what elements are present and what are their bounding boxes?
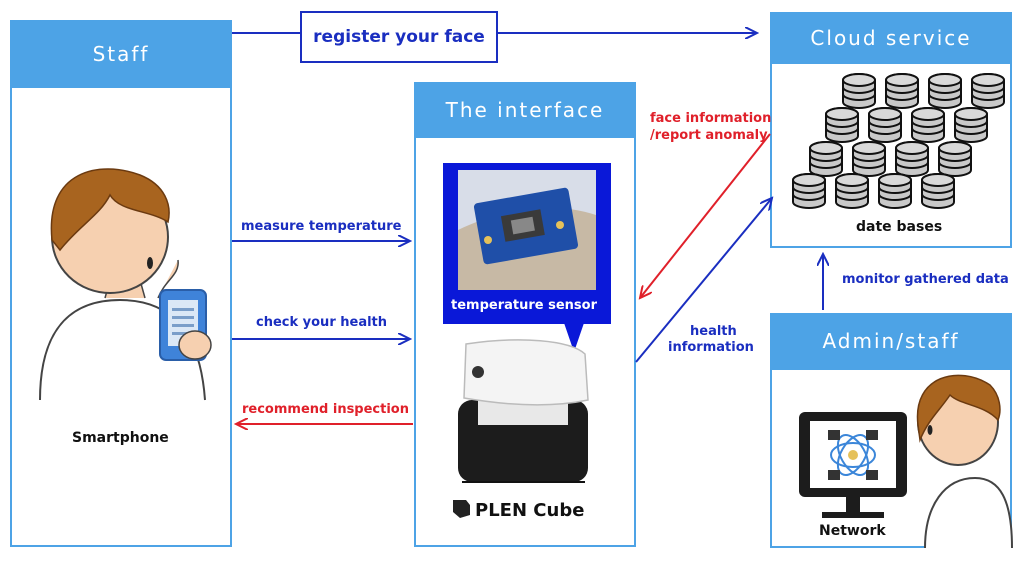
admin-panel-title: Admin/staff — [770, 313, 1012, 369]
face-information-label: face information — [650, 111, 772, 126]
cloud-panel-title: Cloud service — [770, 12, 1012, 64]
interface-panel-title: The interface — [414, 82, 636, 138]
plen-cube-brand: PLEN Cube — [475, 500, 585, 521]
health-info-arrow — [635, 198, 772, 363]
plen-cube-device — [458, 339, 589, 483]
admin-person-icon — [916, 374, 1013, 549]
db-label: date bases — [856, 219, 943, 235]
speech-tail — [563, 320, 585, 352]
register-face-box: register your face — [300, 11, 498, 63]
smartphone-label: Smartphone — [72, 430, 169, 446]
admin-monitor-icon — [799, 412, 907, 518]
recommend-inspection-label: recommend inspection — [242, 402, 409, 417]
database-stack-icon — [792, 73, 1005, 209]
sensor-label: temperature sensor — [451, 298, 597, 313]
information-label: information — [668, 340, 754, 355]
report-anomaly-label: /report anomaly — [650, 128, 768, 143]
measure-temperature-label: measure temperature — [241, 219, 402, 234]
staff-person-icon — [39, 168, 212, 401]
register-face-label: register your face — [313, 27, 485, 47]
network-label: Network — [819, 523, 886, 539]
face-info-arrow — [640, 133, 771, 298]
health-label: health — [690, 324, 737, 339]
temperature-sensor-photo — [458, 170, 596, 290]
monitor-data-label: monitor gathered data — [842, 272, 1009, 287]
plen-logo-icon — [453, 500, 470, 518]
staff-panel-title: Staff — [10, 20, 232, 88]
check-health-label: check your health — [256, 315, 388, 330]
